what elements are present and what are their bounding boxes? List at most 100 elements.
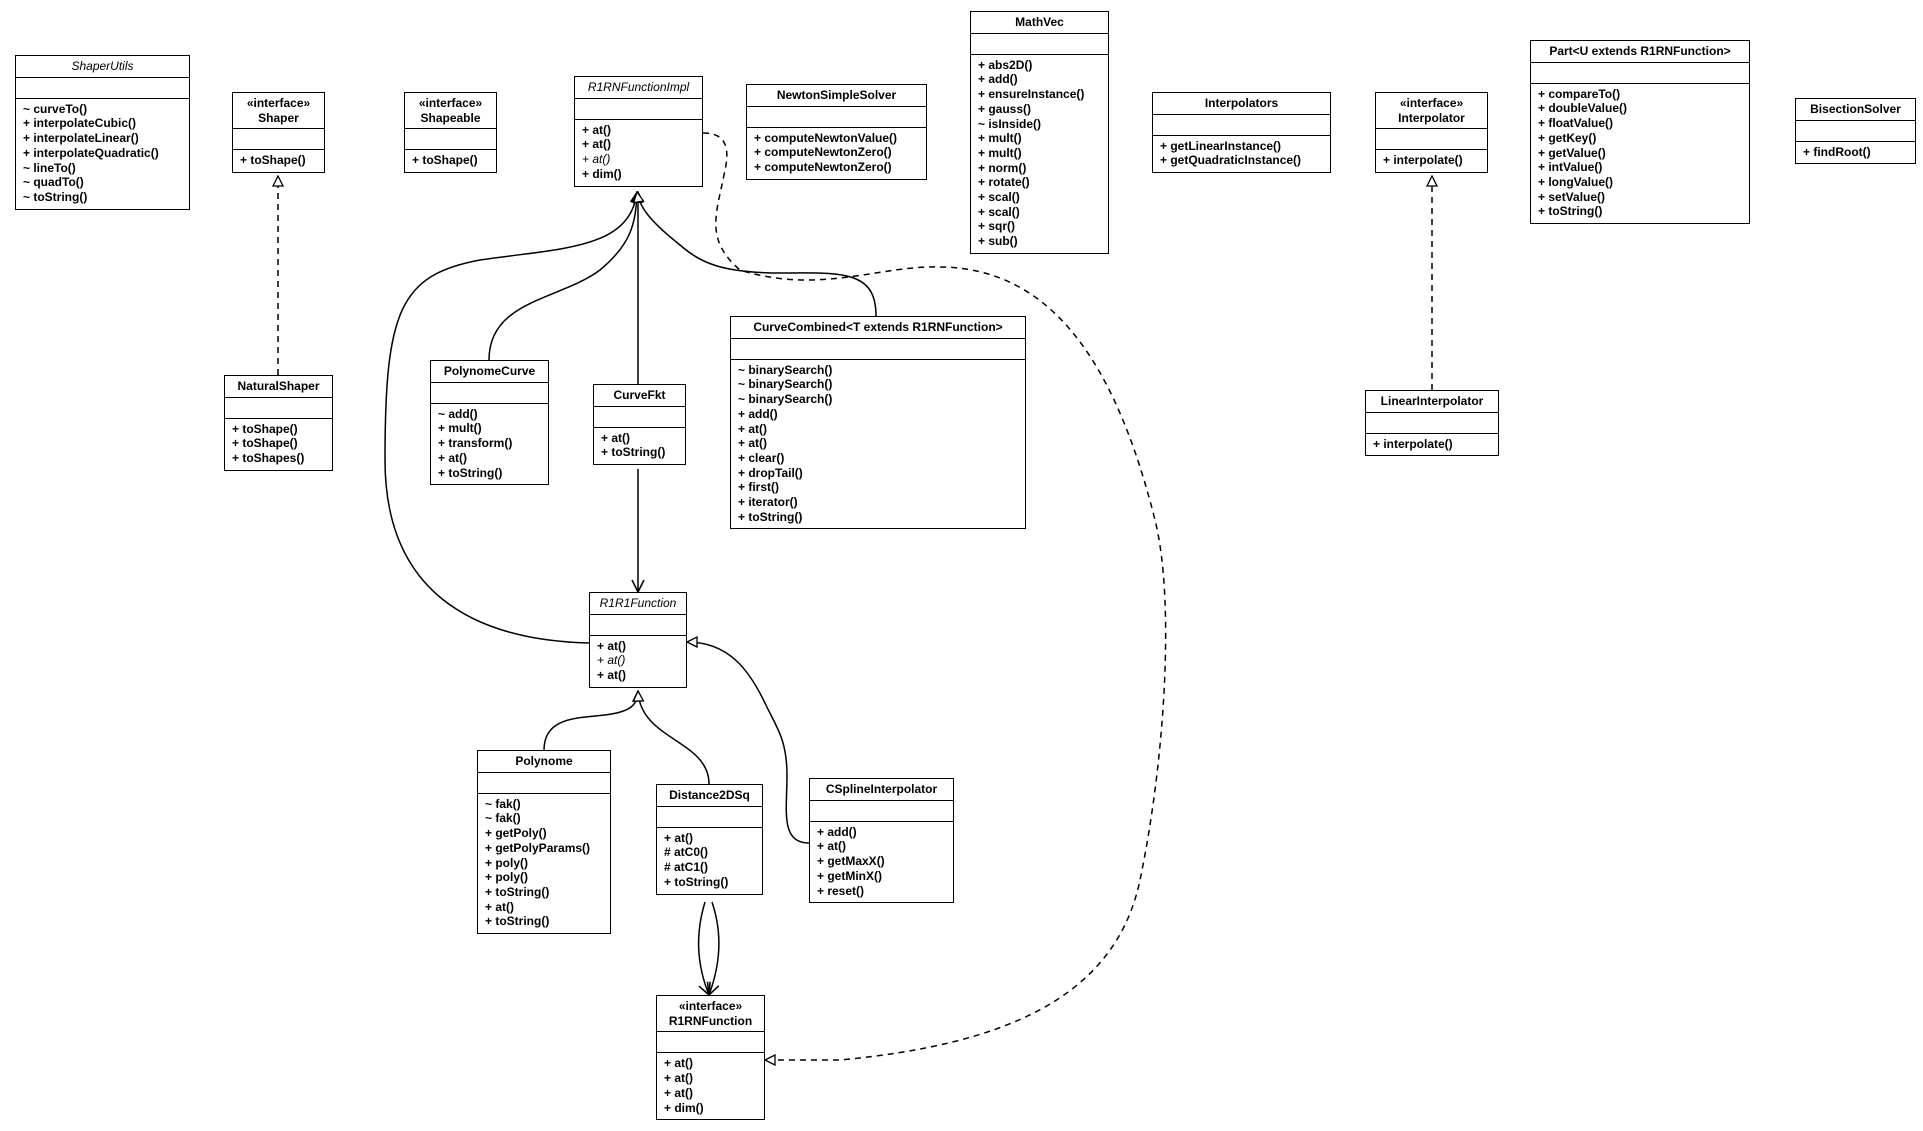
class-bisectionsolver[interactable]: BisectionSolver + findRoot() <box>1795 98 1916 165</box>
operations-compartment: + at()+ at()+ at()+ dim() <box>575 120 702 186</box>
edge-distance2dsq-r1rnfunction-b <box>709 901 720 995</box>
class-header: PolynomeCurve <box>431 361 548 383</box>
class-shaperutils[interactable]: ShaperUtils ~ curveTo()+ interpolateCubi… <box>15 55 190 210</box>
class-curvefkt[interactable]: CurveFkt + at()+ toString() <box>593 384 686 466</box>
operation: + longValue() <box>1538 174 1614 189</box>
operation: + at() <box>597 638 627 653</box>
class-newtonsimplesolver[interactable]: NewtonSimpleSolver + computeNewtonValue(… <box>746 84 927 180</box>
class-name: Shaper <box>258 110 299 125</box>
operation: + at() <box>738 436 768 451</box>
class-polynome[interactable]: Polynome ~ fak()~ fak()+ getPoly()+ getP… <box>477 750 611 935</box>
class-name: Distance2DSq <box>669 788 750 802</box>
operation: + at() <box>597 668 627 683</box>
class-csplineinterpolator[interactable]: CSplineInterpolator + add()+ at()+ getMa… <box>809 778 954 904</box>
operation: ~ toString() <box>23 189 88 204</box>
attributes-compartment <box>431 383 548 404</box>
class-shapeable[interactable]: «interface»Shapeable + toShape() <box>404 92 497 174</box>
operation: ~ binarySearch() <box>738 377 833 392</box>
edge-distance2dsq-r1r1function <box>638 691 710 785</box>
operation: + intValue() <box>1538 160 1603 175</box>
class-stereotype: «interface» <box>246 96 311 110</box>
operation: + interpolateLinear() <box>23 131 139 146</box>
edge-csplineinterpolator-r1r1function <box>687 642 810 844</box>
operation: + dropTail() <box>738 465 803 480</box>
operations-compartment: ~ fak()~ fak()+ getPoly()+ getPolyParams… <box>478 794 610 933</box>
attributes-compartment <box>1153 115 1330 136</box>
operation: + toString() <box>664 874 729 889</box>
edge-curvecombined-r1rnfunctionimpl <box>637 192 877 317</box>
edge-r1rnfunctionimpl-r1rnfunction <box>702 132 1167 1060</box>
operation: + toString() <box>438 465 503 480</box>
attributes-compartment <box>731 339 1025 360</box>
operation: + computeNewtonZero() <box>754 145 892 160</box>
operation: + norm() <box>978 160 1027 175</box>
operation: + at() <box>485 899 515 914</box>
class-part[interactable]: Part<U extends R1RNFunction> + compareTo… <box>1530 40 1750 225</box>
operation: + getPolyParams() <box>485 840 591 855</box>
operations-compartment: + toShape()+ toShape()+ toShapes() <box>225 419 332 470</box>
operation: + poly() <box>485 870 529 885</box>
class-r1rnfunction[interactable]: «interface»R1RNFunction + at()+ at()+ at… <box>656 995 765 1121</box>
attributes-compartment <box>1531 63 1749 84</box>
operations-compartment: + findRoot() <box>1796 142 1915 164</box>
operation: + getValue() <box>1538 145 1606 160</box>
operation: + dim() <box>664 1100 704 1115</box>
edge-polynomecurve-r1rnfunctionimpl <box>488 192 637 361</box>
operations-compartment: ~ binarySearch()~ binarySearch()~ binary… <box>731 360 1025 529</box>
attributes-compartment <box>16 78 189 99</box>
operation: + rotate() <box>978 175 1030 190</box>
operation: ~ fak() <box>485 811 521 826</box>
operation: + at() <box>664 1085 694 1100</box>
class-interpolator[interactable]: «interface»Interpolator + interpolate() <box>1375 92 1488 174</box>
class-naturalshaper[interactable]: NaturalShaper + toShape()+ toShape()+ to… <box>224 375 333 471</box>
class-header: «interface»Shaper <box>233 93 324 130</box>
operation: + interpolateCubic() <box>23 116 137 131</box>
class-name: Interpolators <box>1204 96 1279 110</box>
class-shaper[interactable]: «interface»Shaper + toShape() <box>232 92 325 174</box>
operations-compartment: + compareTo()+ doubleValue()+ floatValue… <box>1531 84 1749 223</box>
class-name: ShaperUtils <box>71 59 134 73</box>
operations-compartment: ~ curveTo()+ interpolateCubic()+ interpo… <box>16 99 189 209</box>
operations-compartment: + abs2D()+ add()+ ensureInstance()+ gaus… <box>971 55 1108 253</box>
operation: + reset() <box>817 883 865 898</box>
operation: + at() <box>664 1056 694 1071</box>
operation: ~ fak() <box>485 796 521 811</box>
operation: + interpolateQuadratic() <box>23 145 159 160</box>
class-r1rnfunctionimpl[interactable]: R1RNFunctionImpl + at()+ at()+ at()+ dim… <box>574 76 703 187</box>
operation: + computeNewtonZero() <box>754 160 892 175</box>
class-linearinterpolator[interactable]: LinearInterpolator + interpolate() <box>1365 390 1499 457</box>
class-distance2dsq[interactable]: Distance2DSq + at()# atC0()# atC1()+ toS… <box>656 784 763 895</box>
operation: + floatValue() <box>1538 116 1614 131</box>
class-mathvec[interactable]: MathVec + abs2D()+ add()+ ensureInstance… <box>970 11 1109 254</box>
class-header: NaturalShaper <box>225 376 332 398</box>
operation: + abs2D() <box>978 57 1033 72</box>
operation: + doubleValue() <box>1538 101 1628 116</box>
attributes-compartment <box>657 807 762 828</box>
class-header: «interface»R1RNFunction <box>657 996 764 1033</box>
class-interpolators[interactable]: Interpolators + getLinearInstance()+ get… <box>1152 92 1331 174</box>
class-header: Polynome <box>478 751 610 773</box>
class-header: MathVec <box>971 12 1108 34</box>
operation: + toShapes() <box>232 451 305 466</box>
operations-compartment: + at()+ toString() <box>594 428 685 464</box>
attributes-compartment <box>590 615 686 636</box>
attributes-compartment <box>810 801 953 822</box>
class-stereotype: «interface» <box>418 96 483 110</box>
operation: + at() <box>817 839 847 854</box>
operation: + toShape() <box>412 153 478 168</box>
class-header: Part<U extends R1RNFunction> <box>1531 41 1749 63</box>
operation: + first() <box>738 480 780 495</box>
attributes-compartment <box>971 34 1108 55</box>
operation: ~ add() <box>438 406 478 421</box>
operation: + iterator() <box>738 495 798 510</box>
class-header: BisectionSolver <box>1796 99 1915 121</box>
operation: + getQuadraticInstance() <box>1160 153 1302 168</box>
operation: + getPoly() <box>485 826 547 841</box>
edge-distance2dsq-r1rnfunction-a <box>697 901 709 995</box>
class-header: CSplineInterpolator <box>810 779 953 801</box>
operation: + toShape() <box>232 436 298 451</box>
operation: + mult() <box>978 145 1022 160</box>
class-polynomecurve[interactable]: PolynomeCurve ~ add()+ mult()+ transform… <box>430 360 549 486</box>
class-r1r1function[interactable]: R1R1Function + at()+ at()+ at() <box>589 592 687 688</box>
class-curvecombined[interactable]: CurveCombined<T extends R1RNFunction> ~ … <box>730 316 1026 530</box>
